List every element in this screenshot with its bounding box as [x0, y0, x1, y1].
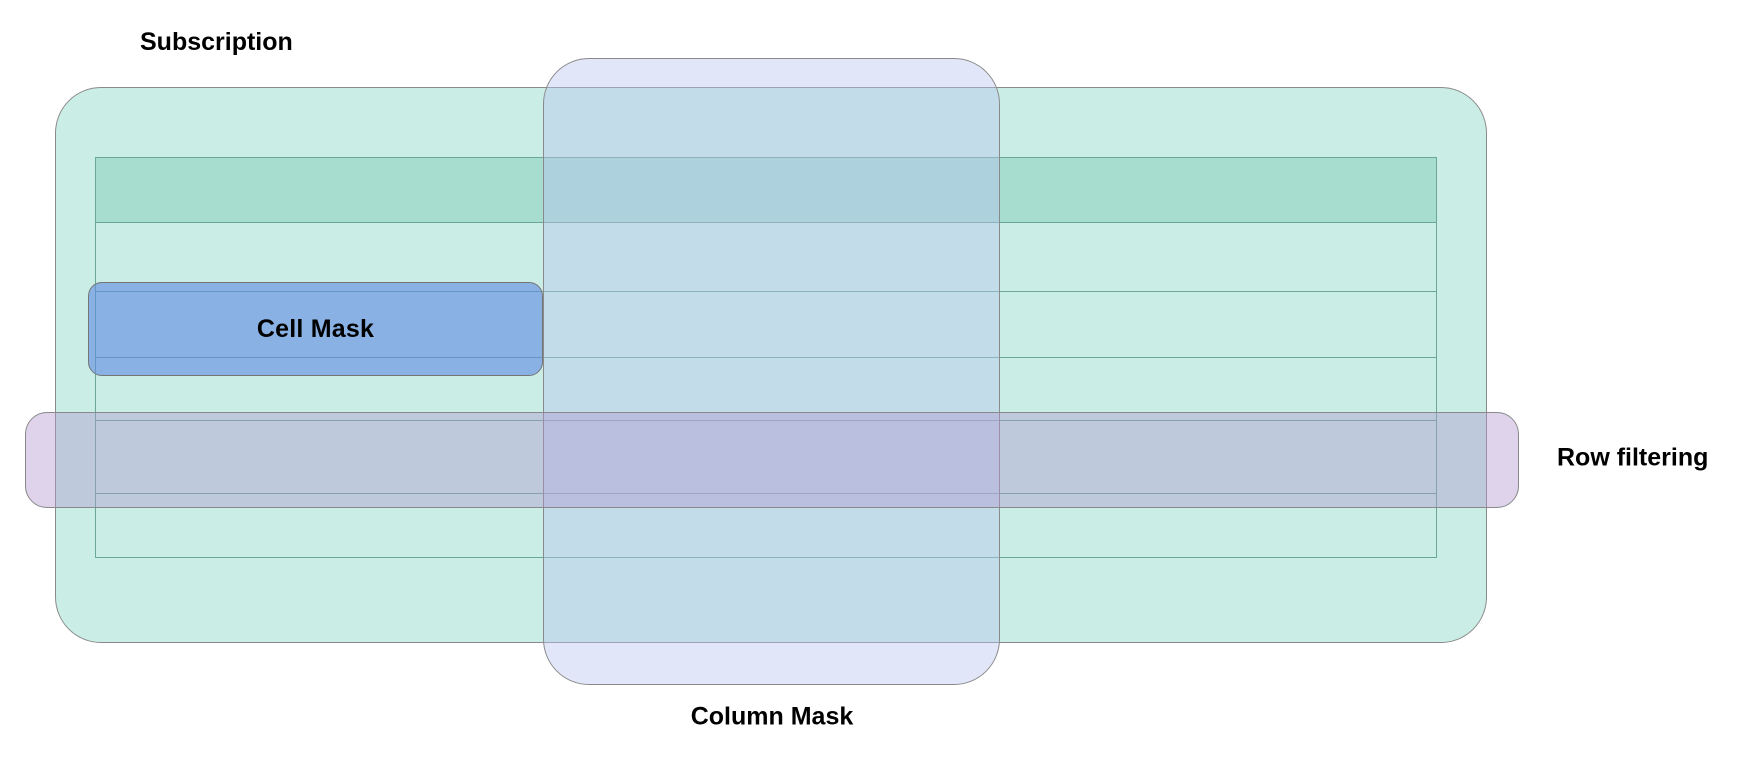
table-row	[96, 358, 1436, 421]
cell-mask-label: Cell Mask	[256, 314, 375, 343]
table-row	[96, 292, 1436, 358]
row-filtering-region	[25, 412, 1519, 508]
table-row	[96, 158, 1436, 223]
subscription-label: Subscription	[140, 28, 293, 56]
cell-mask-region: Cell Mask	[88, 282, 543, 376]
column-mask-region	[543, 58, 1000, 685]
row-filtering-label: Row filtering	[1557, 443, 1709, 472]
table-row	[96, 421, 1436, 494]
data-table	[95, 157, 1437, 558]
column-mask-label: Column Mask	[690, 702, 854, 731]
table-row	[96, 223, 1436, 292]
